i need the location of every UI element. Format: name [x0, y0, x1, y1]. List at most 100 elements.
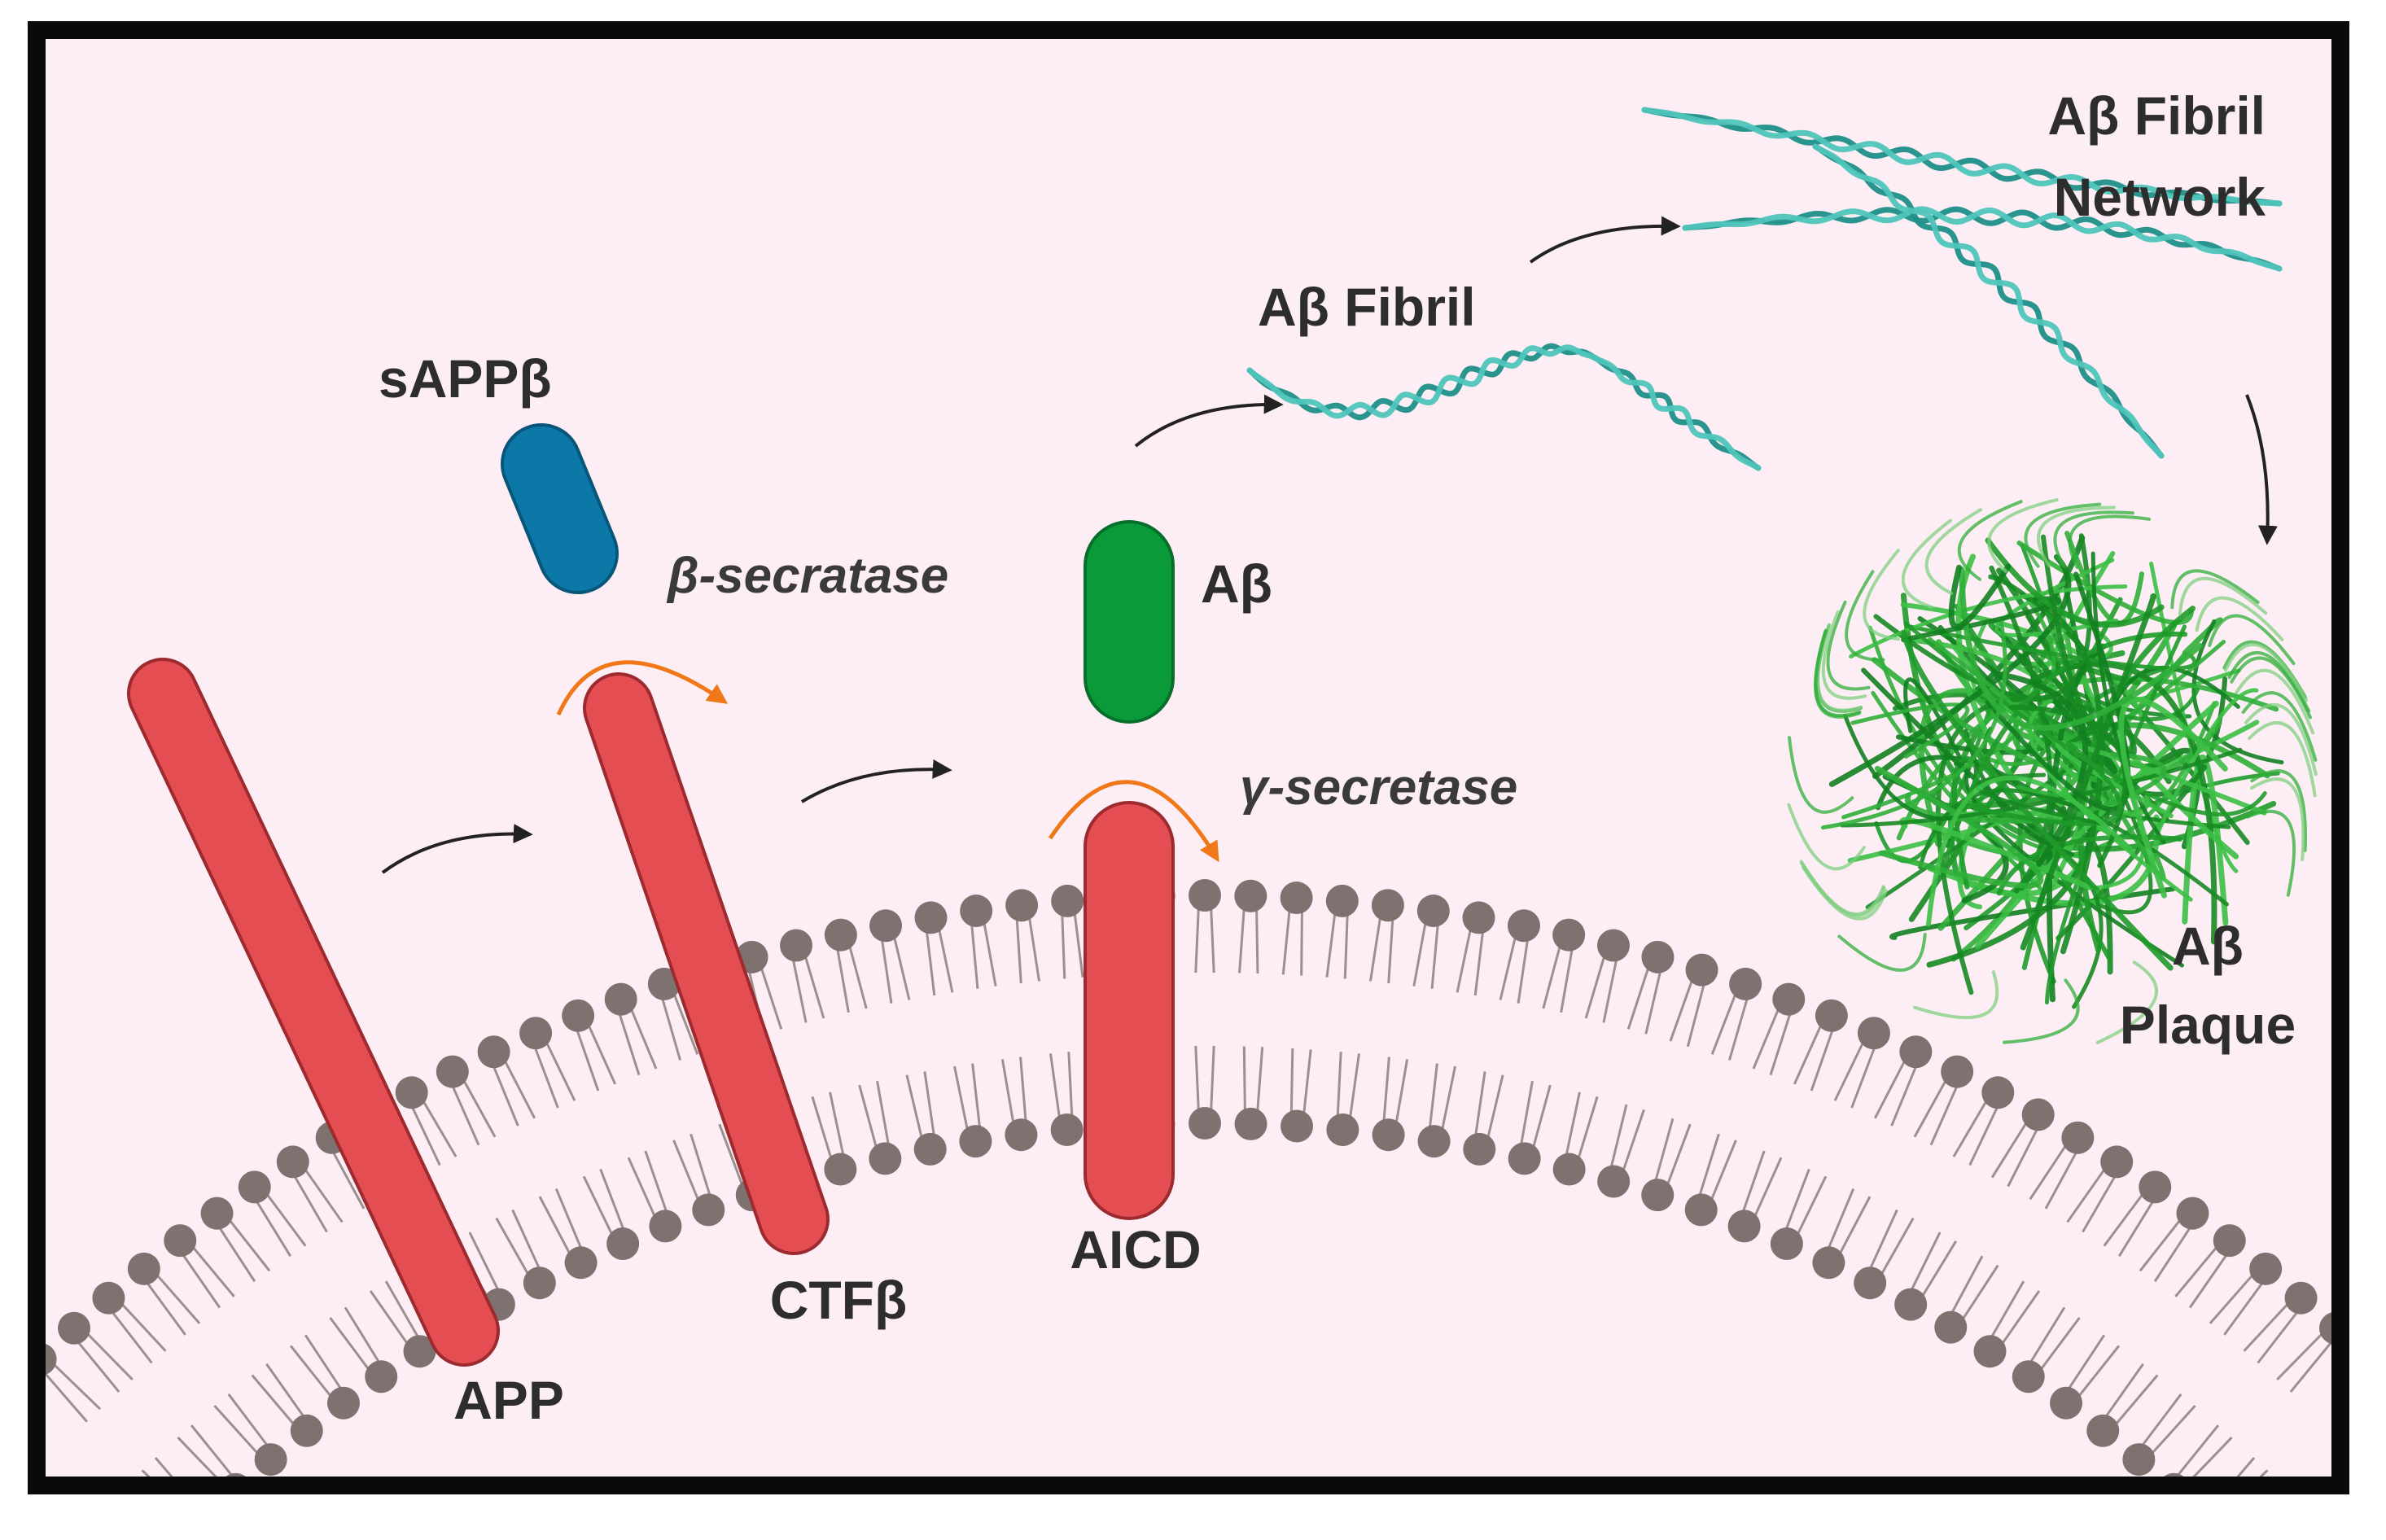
label-ctfb: CTFβ: [770, 1270, 908, 1330]
abeta-fibril-strand: [1246, 344, 1599, 419]
plaque-strand: [1926, 775, 2135, 927]
ctfb-protein-fill: [586, 676, 826, 1252]
lipid-head: [164, 1224, 197, 1258]
lipid-head: [365, 1360, 398, 1393]
lipid-head: [1641, 940, 1675, 973]
plaque-tendril: [1845, 570, 1885, 662]
lipid-head: [2139, 1170, 2172, 1204]
plaque-strand: [1964, 766, 2184, 968]
label-gamma-secretase: γ-secretase: [1240, 759, 1517, 816]
plaque-tendril: [2244, 702, 2318, 777]
plaque-tendril: [1788, 736, 1854, 814]
lipid-head: [2284, 1281, 2318, 1315]
lipid-head: [913, 1132, 947, 1166]
plaque-strand: [1903, 677, 1972, 779]
lipid-bilayer-membrane: [46, 879, 2331, 1477]
network-fibril-strand: [1682, 206, 2283, 272]
beta-secretase-cleavage-arrow: [556, 660, 729, 716]
plaque-tendril: [1863, 549, 1900, 641]
lipid-head: [519, 1017, 553, 1050]
lipid-head: [1416, 895, 1450, 928]
lipid-head: [1597, 1165, 1631, 1198]
lipid-head: [1552, 918, 1586, 952]
plaque-tendril: [1787, 803, 1866, 871]
plaque-strand: [2068, 751, 2167, 820]
plaque-tendril: [2248, 721, 2317, 798]
arrow-fibril-to-network: [1529, 216, 1681, 264]
lipid-head: [824, 918, 857, 952]
plaque-strand: [1850, 702, 1970, 759]
lipid-head: [1684, 1193, 1718, 1227]
label-network-line1: Aβ Fibril: [2047, 85, 2266, 146]
plaque-strand: [1821, 621, 2007, 830]
lipid-head: [1281, 1109, 1314, 1143]
plaque-strand: [1970, 740, 2123, 826]
lipid-head: [1596, 929, 1630, 962]
plaque-tendril: [1814, 628, 1862, 718]
lipid-head: [1189, 879, 1221, 912]
plaque-tendril: [2195, 596, 2284, 641]
network-fibril-strand: [1641, 107, 2283, 207]
plaque-strand: [1905, 623, 2197, 671]
plaque-tendril: [2235, 668, 2315, 735]
lipid-head: [1770, 1227, 1803, 1261]
lipid-head: [959, 1125, 992, 1158]
lipid-head: [1981, 1076, 2015, 1109]
lipid-head: [1050, 1113, 1084, 1146]
lipid-head: [1727, 1210, 1761, 1243]
lipid-head: [564, 1246, 598, 1280]
sappb-fragment-fill: [504, 427, 615, 591]
label-plaque-line2: Plaque: [2120, 995, 2296, 1055]
lipid-head: [1894, 1288, 1928, 1321]
plaque-tendril: [2053, 510, 2134, 568]
lipid-head: [1508, 1142, 1541, 1175]
plaque-tendril: [1957, 500, 2023, 581]
plaque-strand: [2008, 704, 2128, 868]
arrow-ctfb-to-aicd: [800, 759, 952, 803]
plaque-tendril: [2170, 569, 2260, 610]
lipid-head: [2176, 1197, 2209, 1230]
plaque-tendril: [2095, 960, 2158, 1044]
lipid-head: [1772, 982, 1806, 1016]
arrow-network-to-plaque: [2245, 394, 2278, 545]
lipid-head: [2164, 1472, 2184, 1477]
label-plaque-line1: Aβ: [2172, 916, 2244, 976]
lipid-head: [2012, 1360, 2045, 1393]
lipid-head: [1552, 1153, 1586, 1186]
lipid-head: [1973, 1335, 2007, 1368]
label-abeta-fibril: Aβ Fibril: [1258, 277, 1476, 337]
abeta-plaque-tangle: [1787, 498, 2318, 1044]
lipid-head: [914, 901, 948, 934]
lipid-head: [403, 1335, 436, 1368]
lipid-tail: [46, 1372, 88, 1423]
lipid-head: [1326, 1113, 1359, 1146]
lipid-head: [1685, 953, 1718, 987]
lipid-head: [436, 1055, 469, 1088]
lipid-head: [127, 1252, 160, 1285]
lipid-tail: [2289, 1340, 2331, 1393]
plaque-tendril: [2230, 656, 2312, 720]
lipid-head: [290, 1414, 323, 1447]
lipid-head: [2021, 1098, 2055, 1131]
plaque-strand: [1959, 567, 2204, 731]
plaque-tendril: [1821, 610, 1867, 700]
lipid-head: [200, 1197, 234, 1230]
plaque-strand: [2020, 593, 2156, 951]
lipid-head: [1815, 999, 1848, 1032]
lipid-head: [1934, 1310, 1968, 1344]
lipid-head: [1417, 1125, 1451, 1158]
lipid-head: [606, 1227, 640, 1261]
arrow-app-to-ctfb: [381, 824, 533, 874]
lipid-head: [869, 909, 903, 943]
gamma-secretase-cleavage-arrow: [1048, 780, 1219, 863]
lipid-head: [238, 1170, 271, 1204]
plaque-tendril: [2241, 691, 2318, 762]
lipid-head: [326, 1386, 360, 1420]
lipid-head: [1280, 882, 1313, 915]
lipid-head: [1463, 1132, 1496, 1166]
lipid-head: [395, 1076, 428, 1109]
network-fibril-strand: [1812, 143, 2165, 459]
lipid-head: [225, 1472, 246, 1477]
